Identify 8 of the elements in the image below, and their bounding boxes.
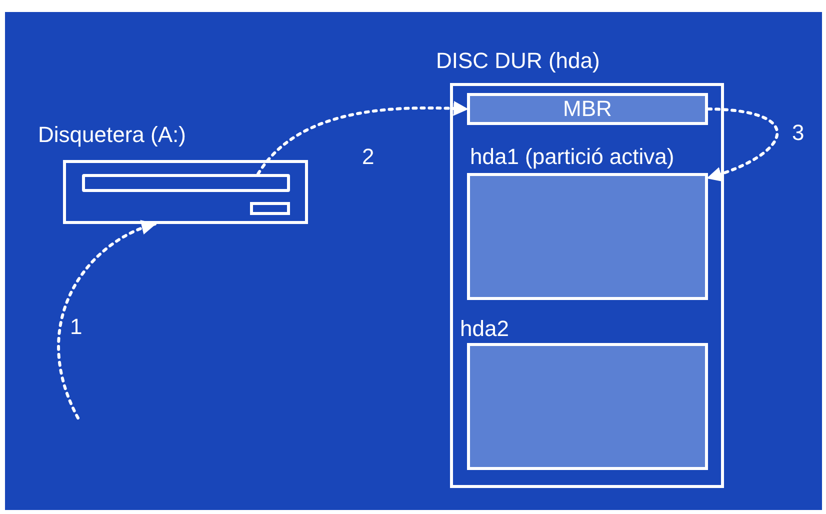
node-title: hda1 (partició activa) xyxy=(470,144,674,170)
node-label: MBR xyxy=(563,96,612,122)
dashed-arrow xyxy=(256,100,468,176)
node-title: Disquetera (A:) xyxy=(38,122,186,148)
dashed-arrow xyxy=(706,108,778,181)
dashed-arrow xyxy=(57,221,156,420)
node-title: hda2 xyxy=(460,316,509,342)
node-title: DISC DUR (hda) xyxy=(436,48,600,74)
